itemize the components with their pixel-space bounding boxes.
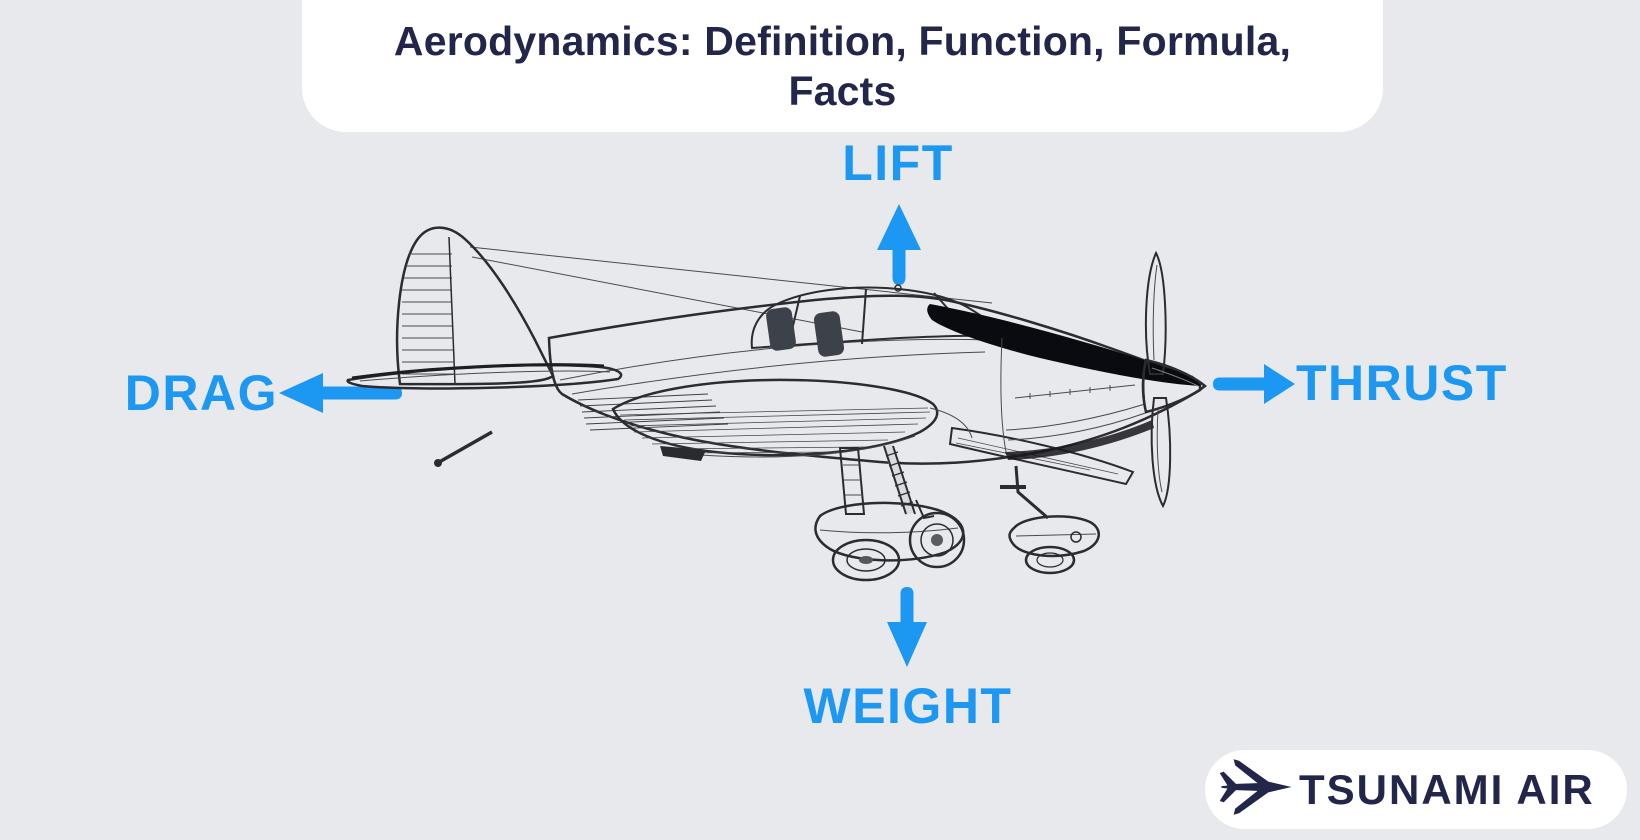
fuselage [547,294,1202,465]
lift-label: LIFT [842,135,954,191]
page-title-line2: Facts [788,68,897,114]
airplane-top-view-icon [1219,754,1293,825]
title-card: Aerodynamics: Definition, Function, Form… [302,0,1383,132]
landing-gear [814,444,1100,582]
propeller [1141,250,1207,509]
brand-name: TSUNAMI AIR [1299,765,1595,813]
airplane-illustration [346,226,1207,582]
horizontal-stabilizer [346,363,623,390]
tail-fin [395,226,555,386]
weight-arrow-icon [886,586,928,673]
thrust-arrow-icon [1212,363,1296,410]
brand-logo: TSUNAMI AIR [1205,750,1627,829]
near-wing [611,378,973,461]
drag-arrow-icon [279,372,403,419]
weight-label: WEIGHT [803,678,1013,734]
thrust-label: THRUST [1296,355,1508,411]
cockpit-canopy [750,284,1006,357]
nose-stripe [927,304,1201,386]
drag-label: DRAG [124,365,278,421]
lift-arrow-icon [876,204,922,291]
page-title-line1: Aerodynamics: Definition, Function, Form… [393,18,1292,64]
page-title: Aerodynamics: Definition, Function, Form… [302,16,1383,116]
